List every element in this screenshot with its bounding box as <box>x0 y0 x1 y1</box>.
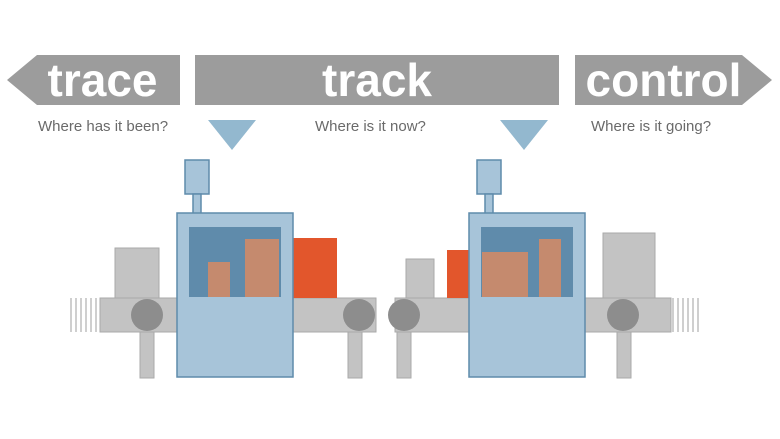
right-scanner-head <box>476 159 502 195</box>
track-question: Where is it now? <box>315 118 426 135</box>
right-conveyor-leg-1 <box>396 331 412 379</box>
right-product-wide <box>482 252 528 297</box>
scan-marker-left <box>208 120 256 150</box>
left-roller-1 <box>131 299 163 331</box>
right-production-line <box>388 159 699 379</box>
right-roller-1 <box>388 299 420 331</box>
right-incoming-product <box>447 250 469 298</box>
left-roller-2 <box>343 299 375 331</box>
right-conveyor-stripes <box>672 298 699 332</box>
trace-question: Where has it been? <box>38 118 169 135</box>
left-outgoing-product <box>293 238 337 298</box>
scan-marker-right <box>500 120 548 150</box>
right-product-tall <box>539 239 561 297</box>
right-conveyor-leg-2 <box>616 331 632 379</box>
right-roller-2 <box>607 299 639 331</box>
left-production-line <box>70 159 377 379</box>
right-incoming-box <box>405 258 435 299</box>
right-scanner-neck <box>484 193 494 215</box>
left-conveyor-leg-1 <box>139 331 155 379</box>
left-scanner-head <box>184 159 210 195</box>
left-conveyor-stripes <box>70 298 97 332</box>
right-outgoing-box <box>602 232 656 299</box>
left-incoming-box <box>114 247 160 299</box>
left-product-tall <box>245 239 279 297</box>
left-conveyor-leg-2 <box>347 331 363 379</box>
left-scanner-neck <box>192 193 202 215</box>
control-banner: control <box>575 55 772 105</box>
left-product-small <box>208 262 230 297</box>
trace-banner: trace <box>7 55 180 105</box>
control-question: Where is it going? <box>591 118 712 135</box>
track-banner: track <box>195 55 559 105</box>
